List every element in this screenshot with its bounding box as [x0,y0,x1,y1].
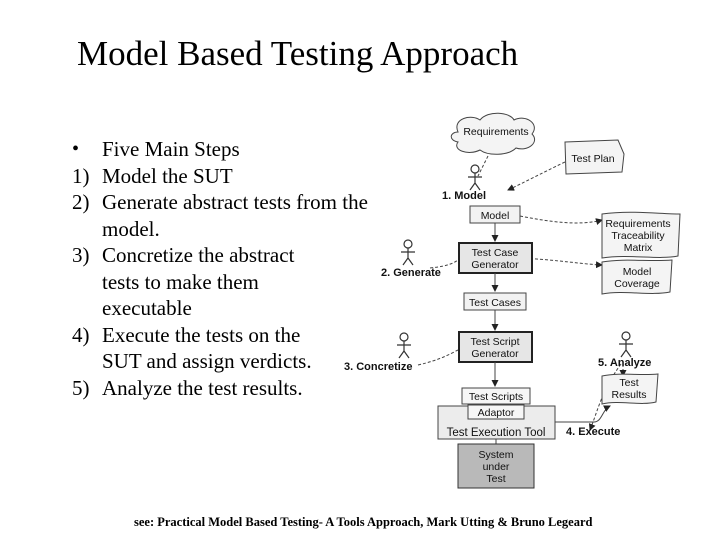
adaptor-box: Adaptor [467,404,525,420]
traceability-line: Matrix [624,242,653,254]
bullet-text: Generate abstract tests from the model. [102,190,368,241]
person-icon [468,164,482,191]
sut-line: System [478,449,513,461]
bullet-item: 5) Analyze the test results. [72,375,402,402]
coverage-line: Coverage [614,278,660,290]
requirements-cloud: Requirements [450,112,536,155]
bullet-marker: 2) [72,190,90,214]
model-coverage-doc: Model Coverage [601,259,673,295]
step-5-label: 5. Analyze [598,357,651,369]
person-icon [397,332,411,359]
test-cases-label: Test Cases [469,297,521,309]
bullet-marker: 4) [72,322,90,347]
bullet-marker: 1) [72,163,90,188]
bullet-text: Execute the tests on the SUT and assign … [102,322,312,374]
bullet-item: 1) Model the SUT [72,163,402,190]
sut-line: Test [486,473,505,485]
test-scripts-box: Test Scripts [461,387,531,405]
bullet-text: Analyze the test results. [102,375,303,400]
bullet-text: Model the SUT [102,163,233,188]
system-under-test-box: System under Test [457,443,535,489]
mbt-process-diagram: Requirements Test Plan 1. Model 2. Gener… [344,112,681,489]
bullet-text: Five Main Steps [102,137,240,161]
test-results-line: Results [611,389,646,401]
bullet-marker: 5) [72,375,90,400]
bullet-item: 3) Concretize the abstract tests to make… [72,242,402,322]
generator-line: Generator [471,348,519,360]
requirements-label: Requirements [463,126,528,138]
slide-title: Model Based Testing Approach [77,34,519,73]
sut-line: under [483,461,510,473]
flow-arrow [555,405,611,423]
coverage-line: Model [623,266,652,278]
generator-line: Test Script [470,336,519,348]
bullet-marker: 3) [72,243,90,267]
test-results-line: Test [619,377,638,389]
test-case-generator-box: Test Case Generator [458,242,533,274]
traceability-line: Traceability [611,230,665,242]
test-results-doc: Test Results [601,373,659,405]
test-plan-label: Test Plan [571,153,614,165]
bullet-item: • Five Main Steps [72,136,402,163]
test-cases-box: Test Cases [463,292,527,311]
test-script-generator-box: Test Script Generator [458,331,533,363]
step-4-label: 4. Execute [566,426,620,438]
test-scripts-label: Test Scripts [469,391,523,403]
citation-text: see: Practical Model Based Testing- A To… [134,515,593,529]
step-3-label: 3. Concretize [344,361,412,373]
adaptor-label: Adaptor [478,407,515,419]
traceability-line: Requirements [605,218,670,230]
test-plan-doc: Test Plan [564,139,625,175]
model-box: Model [469,205,521,224]
bullet-list: • Five Main Steps 1) Model the SUT 2) Ge… [72,136,402,401]
generator-line: Test Case [472,247,519,259]
traceability-matrix-doc: Requirements Traceability Matrix [601,211,681,259]
person-icon [619,331,633,358]
bullet-marker: • [72,138,80,160]
step-2-label: 2. Generate [381,267,441,279]
bullet-item: 4) Execute the tests on the SUT and assi… [72,322,402,375]
execution-tool-label: Test Execution Tool [447,427,546,439]
bullet-text: Concretize the abstract tests to make th… [102,243,295,320]
bullet-item: 2) Generate abstract tests from the mode… [72,189,402,242]
model-label: Model [481,210,510,222]
generator-line: Generator [471,259,519,271]
step-1-label: 1. Model [442,190,486,202]
person-icon [401,239,415,266]
